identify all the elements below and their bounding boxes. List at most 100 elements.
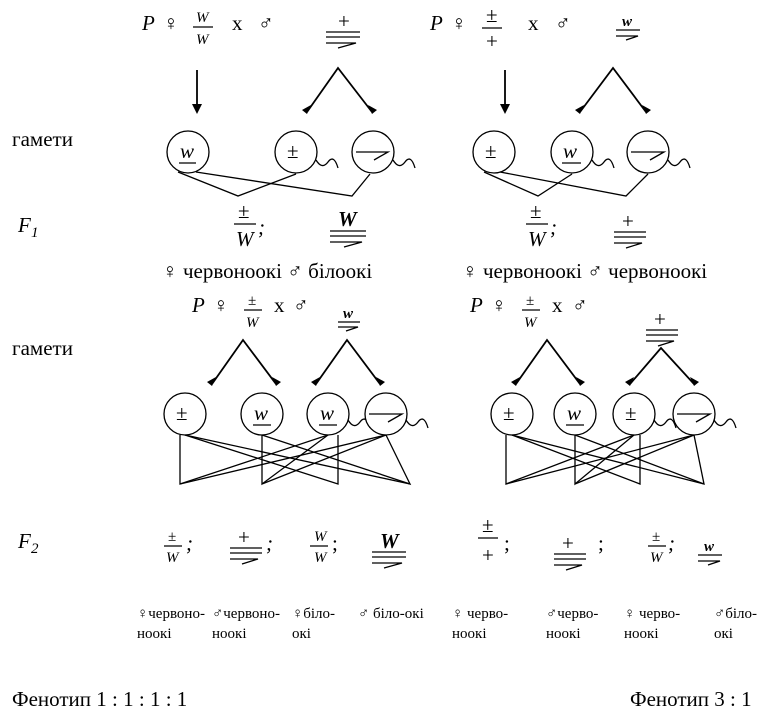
gametes-label-1: гамети bbox=[12, 127, 73, 151]
svg-text:;: ; bbox=[550, 215, 557, 239]
svg-text:P: P bbox=[469, 293, 483, 317]
svg-text:окі: окі bbox=[292, 626, 311, 642]
svg-text:ноокі: ноокі bbox=[452, 626, 486, 642]
svg-text:♀ черво-: ♀ черво- bbox=[452, 606, 508, 622]
svg-text:;: ; bbox=[266, 531, 273, 555]
svg-text:;: ; bbox=[504, 531, 510, 555]
svg-text:±: ± bbox=[652, 529, 660, 545]
svg-text:;: ; bbox=[332, 531, 338, 555]
svg-text:ноокі: ноокі bbox=[546, 626, 580, 642]
svg-text:окі: окі bbox=[714, 626, 733, 642]
svg-text:W: W bbox=[524, 315, 538, 331]
svg-text:W: W bbox=[380, 529, 400, 553]
cross-3-parents: P ♀ ± W x ♂ w bbox=[191, 293, 360, 332]
svg-text:+: + bbox=[622, 209, 634, 233]
svg-text:♂: ♂ bbox=[555, 11, 571, 35]
cross-4-arrows bbox=[511, 338, 699, 386]
svg-text:♂: ♂ bbox=[293, 293, 309, 317]
cross-x: x bbox=[232, 11, 243, 35]
svg-text:w: w bbox=[343, 306, 354, 322]
gametes-row-2-left: ± w w bbox=[163, 392, 429, 486]
gametes-label-2: гамети bbox=[12, 336, 73, 360]
svg-text:+: + bbox=[486, 29, 498, 53]
svg-text:W: W bbox=[166, 550, 180, 566]
cross-3-arrows bbox=[207, 338, 385, 386]
svg-text:W: W bbox=[650, 550, 664, 566]
svg-text:±: ± bbox=[287, 139, 299, 163]
svg-text:x: x bbox=[552, 293, 563, 317]
svg-text:w: w bbox=[563, 139, 577, 163]
svg-text:♀: ♀ bbox=[451, 11, 467, 35]
svg-text:+: + bbox=[482, 543, 494, 567]
svg-text:♀біло-: ♀біло- bbox=[292, 606, 335, 622]
cross-1-parents: P ♀ W W x ♂ + bbox=[141, 9, 360, 49]
svg-text:♂черво-: ♂черво- bbox=[546, 606, 598, 622]
svg-text:±: ± bbox=[248, 293, 256, 309]
f2-genotypes-left: ± W ; + ; W W ; W bbox=[164, 525, 406, 569]
f1-right-phenotype: ♀ червоноокі ♂ червоноокі bbox=[462, 259, 707, 283]
female-symbol: ♀ bbox=[163, 11, 179, 35]
svg-text:+: + bbox=[238, 525, 250, 549]
svg-text:±: ± bbox=[485, 139, 497, 163]
svg-text:+: + bbox=[654, 307, 666, 331]
ratio-right: Фенотип 3 : 1 bbox=[630, 687, 752, 711]
svg-text:W: W bbox=[314, 529, 328, 545]
f2-label: F bbox=[17, 529, 31, 553]
gametes-row-1-left: w ± bbox=[166, 130, 416, 197]
svg-text:ноокі: ноокі bbox=[212, 626, 246, 642]
svg-text:±: ± bbox=[503, 401, 515, 425]
svg-text:♂: ♂ bbox=[572, 293, 588, 317]
svg-text:♀: ♀ bbox=[213, 293, 229, 317]
f1-left-genotypes: ± W ; W bbox=[234, 199, 366, 251]
svg-text:w: w bbox=[180, 139, 194, 163]
gametes-row-2-right: ± w ± bbox=[490, 392, 737, 486]
svg-text:;: ; bbox=[598, 531, 604, 555]
svg-text:W: W bbox=[314, 550, 328, 566]
male-symbol: ♂ bbox=[258, 11, 274, 35]
genotype-num: W bbox=[196, 10, 210, 26]
svg-text:w: w bbox=[254, 401, 268, 425]
svg-text:♂біло-: ♂біло- bbox=[714, 606, 757, 622]
svg-text:±: ± bbox=[238, 199, 250, 223]
svg-text:±: ± bbox=[526, 293, 534, 309]
svg-text:♀ черво-: ♀ черво- bbox=[624, 606, 680, 622]
svg-text:±: ± bbox=[176, 401, 188, 425]
f1-label: F bbox=[17, 213, 31, 237]
svg-text:W: W bbox=[528, 227, 548, 251]
svg-text:♂червоно-: ♂червоно- bbox=[212, 606, 280, 622]
svg-text:x: x bbox=[528, 11, 539, 35]
svg-text:;: ; bbox=[258, 215, 265, 239]
gametes-row-1-right: ± w bbox=[472, 130, 691, 197]
svg-text:2: 2 bbox=[31, 541, 39, 557]
svg-text:±: ± bbox=[482, 513, 494, 537]
svg-text:W: W bbox=[338, 207, 358, 231]
svg-text:P: P bbox=[429, 11, 443, 35]
svg-text:x: x bbox=[274, 293, 285, 317]
svg-text:ноокі: ноокі bbox=[137, 626, 171, 642]
svg-text:♀червоно-: ♀червоно- bbox=[137, 606, 205, 622]
cross-1-arrows bbox=[192, 66, 377, 114]
cross-2-parents: P ♀ ± + x ♂ w bbox=[429, 3, 640, 53]
svg-text:w: w bbox=[320, 401, 334, 425]
svg-text:±: ± bbox=[530, 199, 542, 223]
svg-text:;: ; bbox=[668, 531, 675, 555]
svg-text:1: 1 bbox=[31, 225, 39, 241]
male-genotype-plus: + bbox=[338, 9, 350, 33]
svg-text:;: ; bbox=[186, 531, 193, 555]
svg-text:ноокі: ноокі bbox=[624, 626, 658, 642]
ratio-left: Фенотип 1 : 1 : 1 : 1 bbox=[12, 687, 187, 711]
svg-text:±: ± bbox=[625, 401, 637, 425]
svg-text:±: ± bbox=[486, 3, 498, 27]
f1-left-phenotype: ♀ червоноокі ♂ білоокі bbox=[162, 259, 372, 283]
cross-4-parents: P ♀ ± W x ♂ + bbox=[469, 293, 678, 347]
svg-text:w: w bbox=[704, 539, 715, 555]
genotype-den: W bbox=[196, 32, 210, 48]
svg-text:♀: ♀ bbox=[491, 293, 507, 317]
p-label: P bbox=[141, 11, 155, 35]
svg-text:W: W bbox=[236, 227, 256, 251]
f2-phenotypes: ♀червоно- ноокі ♂червоно- ноокі ♀біло- о… bbox=[137, 606, 757, 642]
svg-text:♂ біло-окі: ♂ біло-окі bbox=[358, 606, 424, 622]
svg-text:W: W bbox=[246, 315, 260, 331]
svg-text:±: ± bbox=[168, 529, 176, 545]
